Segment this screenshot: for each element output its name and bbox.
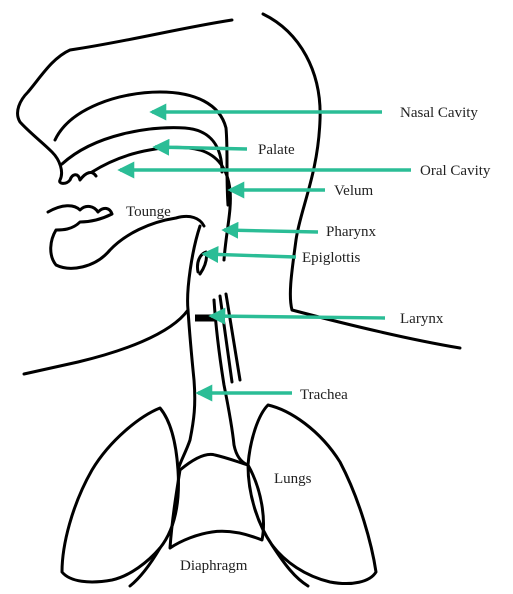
label-epiglottis: Epiglottis [302,250,361,266]
arrow-larynx [211,316,385,318]
label-velum: Velum [334,183,373,199]
right-lung-outline [248,405,376,584]
arrow-pharynx [224,230,318,232]
anatomy-outline [18,14,460,586]
label-trachea: Trachea [300,387,348,403]
trachea-front-wall [178,310,195,470]
left-lung-outline [62,408,178,582]
labels: Nasal Cavity Palate Oral Cavity Velum To… [126,105,491,574]
label-diaphragm: Diaphragm [180,558,248,574]
esophagus-right [226,294,240,380]
label-nasal-cavity: Nasal Cavity [400,105,478,121]
arrow-palate [155,147,247,149]
label-pharynx: Pharynx [326,224,376,240]
label-lungs: Lungs [274,471,312,487]
label-palate: Palate [258,142,295,158]
arrow-epiglottis [204,254,296,257]
back-of-head-outline [263,14,460,348]
label-larynx: Larynx [400,311,444,327]
heart-outline [170,454,263,548]
label-oral-cavity: Oral Cavity [420,163,491,179]
face-outline [18,20,232,183]
label-tounge: Tounge [126,204,171,220]
